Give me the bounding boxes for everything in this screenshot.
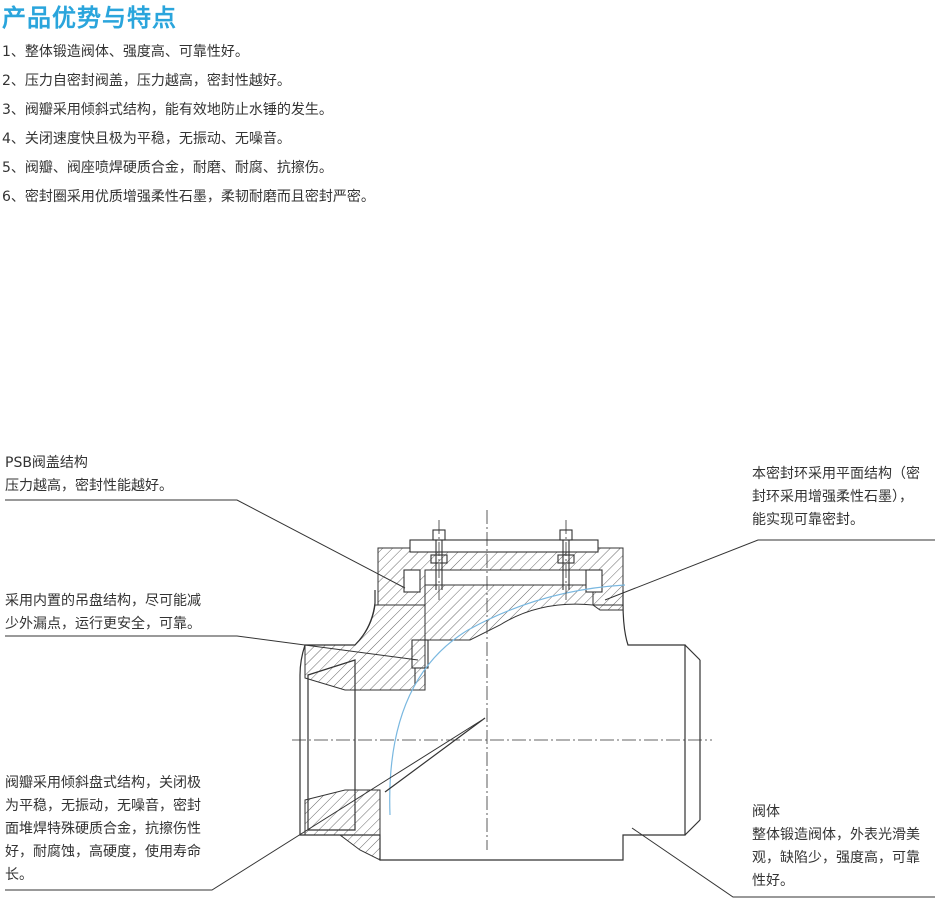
annotation-line: 整体锻造阀体，外表光滑美 bbox=[752, 827, 920, 843]
leader-hanger bbox=[5, 635, 419, 661]
leader-body bbox=[631, 827, 935, 898]
annotation-line: 能实现可靠密封。 bbox=[752, 512, 864, 528]
valve-disc bbox=[384, 717, 486, 793]
feature-item: 4、关闭速度快且极为平稳，无振动、无噪音。 bbox=[2, 131, 291, 147]
annotation-line: 面堆焊特殊硬质合金，抗擦伤性 bbox=[5, 821, 201, 837]
disc-swing-arc bbox=[389, 584, 626, 816]
body-left-hatch bbox=[304, 604, 426, 691]
leader-lines bbox=[5, 499, 935, 898]
annotation-line: 少外漏点，运行更安全，可靠。 bbox=[5, 616, 201, 632]
bonnet-cover bbox=[403, 539, 603, 593]
feature-item: 5、阀瓣、阀座喷焊硬质合金，耐磨、耐腐、抗擦伤。 bbox=[2, 160, 333, 176]
annotation-line: 为平稳，无振动，无噪音，密封 bbox=[5, 798, 201, 814]
annotation-hanger: 采用内置的吊盘结构，尽可能减 少外漏点，运行更安全，可靠。 bbox=[5, 590, 201, 636]
annotation-line: 阀体 bbox=[752, 804, 780, 820]
leader-disc bbox=[5, 719, 483, 891]
feature-item: 3、阀瓣采用倾斜式结构，能有效地防止水锤的发生。 bbox=[2, 102, 333, 118]
annotation-line: 长。 bbox=[5, 867, 33, 883]
page-title: 产品优势与特点 bbox=[2, 4, 177, 32]
annotation-line: 阀瓣采用倾斜盘式结构，关闭极 bbox=[5, 775, 201, 791]
annotation-line: 性好。 bbox=[752, 873, 794, 889]
feature-item: 1、整体锻造阀体、强度高、可靠性好。 bbox=[2, 44, 249, 60]
annotation-line: PSB阀盖结构 bbox=[5, 455, 88, 471]
feature-list: 1、整体锻造阀体、强度高、可靠性好。 2、压力自密封阀盖，压力越高，密封性越好。… bbox=[2, 38, 375, 212]
leader-seal bbox=[604, 539, 935, 601]
disc-seat-hatch bbox=[304, 789, 381, 861]
annotation-line: 本密封环采用平面结构（密 bbox=[752, 466, 920, 482]
annotation-seal-ring: 本密封环采用平面结构（密 封环采用增强柔性石墨）， 能实现可靠密封。 bbox=[752, 463, 920, 532]
feature-item: 6、密封圈采用优质增强柔性石墨，柔韧耐磨而且密封严密。 bbox=[2, 189, 375, 205]
annotation-line: 采用内置的吊盘结构，尽可能减 bbox=[5, 593, 201, 609]
leader-psb bbox=[5, 499, 406, 589]
centerlines bbox=[292, 510, 712, 850]
annotation-line: 压力越高，密封性能越好。 bbox=[5, 478, 173, 494]
annotation-line: 观，缺陷少，强度高，可靠 bbox=[752, 850, 920, 866]
annotation-line: 好，耐腐蚀，高硬度，使用寿命 bbox=[5, 844, 201, 860]
feature-item: 2、压力自密封阀盖，压力越高，密封性越好。 bbox=[2, 73, 291, 89]
annotation-line: 封环采用增强柔性石墨）， bbox=[752, 489, 913, 505]
annotation-disc: 阀瓣采用倾斜盘式结构，关闭极 为平稳，无振动，无噪音，密封 面堆焊特殊硬质合金，… bbox=[5, 772, 201, 887]
body-right-hatch bbox=[591, 604, 624, 611]
annotation-valve-body: 阀体 整体锻造阀体，外表光滑美 观，缺陷少，强度高，可靠 性好。 bbox=[752, 801, 920, 893]
annotation-psb-bonnet: PSB阀盖结构 压力越高，密封性能越好。 bbox=[5, 452, 173, 498]
hatched-sections bbox=[304, 547, 624, 861]
